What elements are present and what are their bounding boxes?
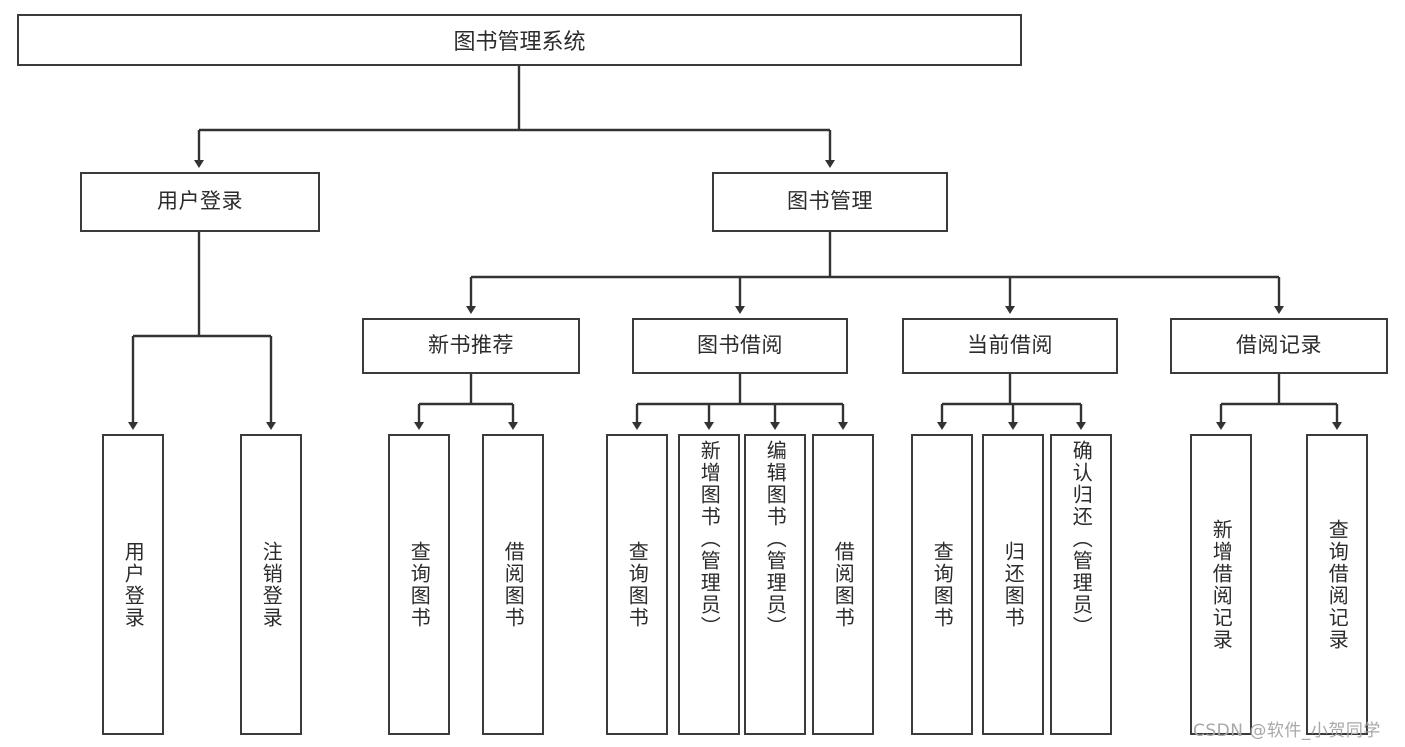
node-leaf-confirm-return-admin-label: 确认归还（管理员）: [1069, 440, 1094, 638]
node-leaf-logout-label: 注销登录: [259, 540, 284, 629]
node-leaf-user-login-label: 用户登录: [121, 540, 146, 629]
node-leaf-borrow-books-1-label: 借阅图书: [501, 540, 526, 629]
node-leaf-return-books[interactable]: 归还图书: [982, 434, 1044, 735]
csdn-watermark: CSDN @软件_小贺同学: [1193, 721, 1381, 741]
node-user-login-label: 用户登录: [157, 189, 243, 214]
node-book-borrow[interactable]: 图书借阅: [632, 318, 848, 374]
node-leaf-query-books-1-label: 查询图书: [407, 540, 432, 629]
node-new-book-recommend[interactable]: 新书推荐: [362, 318, 580, 374]
node-leaf-borrow-books-2-label: 借阅图书: [831, 540, 856, 629]
node-leaf-query-books-3[interactable]: 查询图书: [911, 434, 973, 735]
node-leaf-query-books-2-label: 查询图书: [625, 540, 650, 629]
node-leaf-confirm-return-admin[interactable]: 确认归还（管理员）: [1050, 434, 1112, 735]
node-leaf-query-borrow-record[interactable]: 查询借阅记录: [1306, 434, 1368, 735]
node-current-borrow[interactable]: 当前借阅: [902, 318, 1118, 374]
node-book-management[interactable]: 图书管理: [712, 172, 948, 232]
node-leaf-query-books-1[interactable]: 查询图书: [388, 434, 450, 735]
node-leaf-add-borrow-record-label: 新增借阅记录: [1209, 518, 1234, 651]
node-root-system[interactable]: 图书管理系统: [17, 14, 1022, 66]
node-leaf-query-books-3-label: 查询图书: [930, 540, 955, 629]
node-leaf-user-login[interactable]: 用户登录: [102, 434, 164, 735]
node-book-borrow-label: 图书借阅: [697, 333, 783, 358]
node-leaf-add-borrow-record[interactable]: 新增借阅记录: [1190, 434, 1252, 735]
node-user-login[interactable]: 用户登录: [80, 172, 320, 232]
node-new-book-recommend-label: 新书推荐: [428, 333, 514, 358]
node-leaf-edit-book-admin-label: 编辑图书（管理员）: [763, 440, 788, 638]
node-borrow-record[interactable]: 借阅记录: [1170, 318, 1388, 374]
node-leaf-query-borrow-record-label: 查询借阅记录: [1325, 518, 1350, 651]
node-leaf-edit-book-admin[interactable]: 编辑图书（管理员）: [744, 434, 806, 735]
node-leaf-query-books-2[interactable]: 查询图书: [606, 434, 668, 735]
node-leaf-add-book-admin[interactable]: 新增图书（管理员）: [678, 434, 740, 735]
node-book-management-label: 图书管理: [787, 189, 873, 214]
node-leaf-logout[interactable]: 注销登录: [240, 434, 302, 735]
node-leaf-borrow-books-2[interactable]: 借阅图书: [812, 434, 874, 735]
node-leaf-return-books-label: 归还图书: [1001, 540, 1026, 629]
node-borrow-record-label: 借阅记录: [1236, 333, 1322, 358]
node-leaf-add-book-admin-label: 新增图书（管理员）: [697, 440, 722, 638]
node-root-label: 图书管理系统: [453, 30, 586, 55]
node-leaf-borrow-books-1[interactable]: 借阅图书: [482, 434, 544, 735]
node-current-borrow-label: 当前借阅: [967, 333, 1053, 358]
